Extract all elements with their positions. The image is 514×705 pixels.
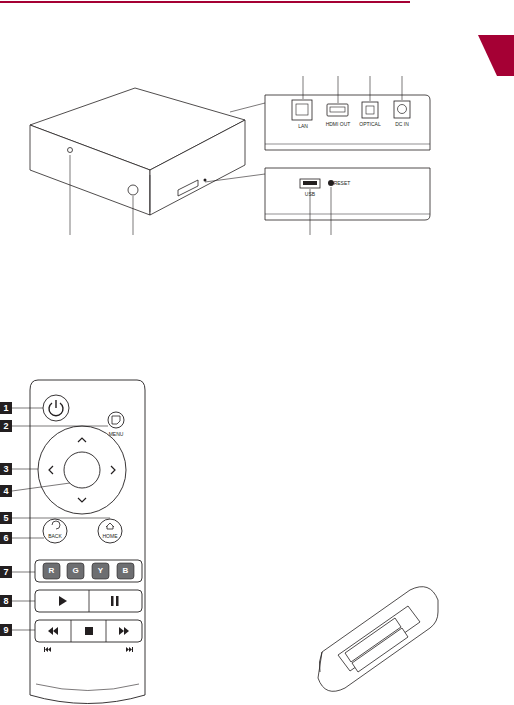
callout-number: 8 [0,595,12,607]
callout-number: 1 [0,402,12,414]
port-label: LAN [298,124,308,129]
port-label: DC IN [395,122,409,127]
button-label: BACK [48,534,62,539]
color-key-label: R [49,567,55,575]
callout-number: 3 [0,463,12,475]
callout-number: 9 [0,624,12,636]
color-key-label: Y [98,567,103,575]
callout-number: 7 [0,566,12,578]
port-label: OPTICAL [359,122,380,127]
port-label: USB [305,192,315,197]
port-label: RESET [334,181,351,186]
button-label: HOME [103,534,118,539]
color-key-label: B [123,567,129,575]
button-label: MENU [109,432,124,437]
callout-number: 6 [0,532,12,544]
callout-number: 4 [0,485,12,497]
callout-number: 5 [0,512,12,524]
port-label: HDMI OUT [326,122,351,127]
callout-number: 2 [0,420,12,432]
color-key-label: G [72,567,78,575]
